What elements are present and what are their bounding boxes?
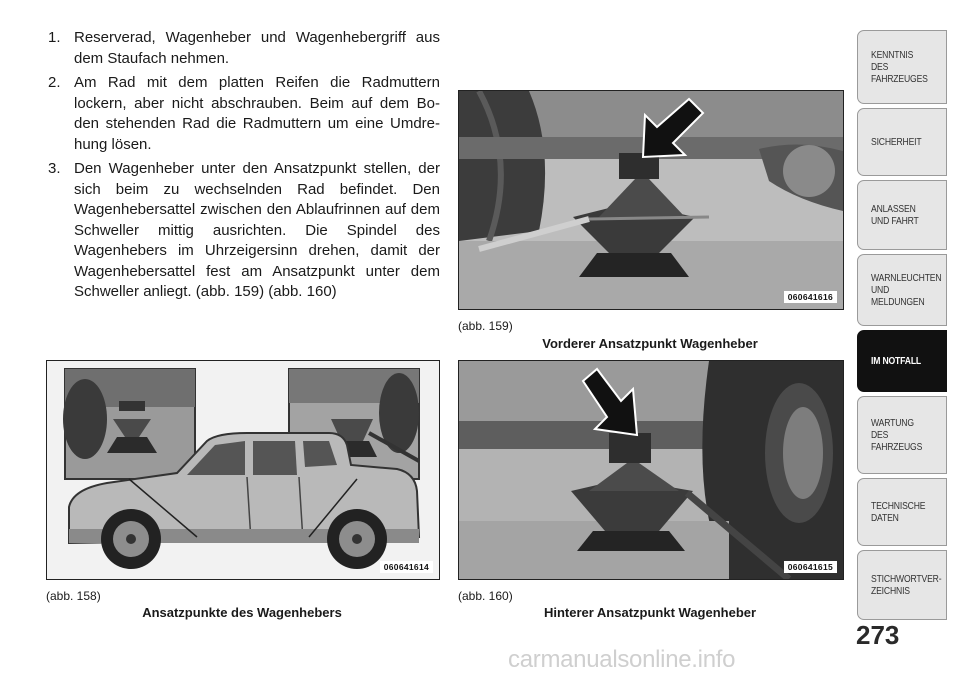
figure-caption: Ansatzpunkte des Wagenhebers	[142, 605, 342, 620]
figure-caption: Vorderer Ansatzpunkt Wagenheber	[542, 336, 758, 351]
tab-label: STICHWORTVER- ZEICHNIS	[871, 573, 942, 597]
step-number: 3.	[48, 160, 61, 177]
step-number: 1.	[48, 29, 61, 46]
tab-warnleuchten[interactable]: WARNLEUCHTEN UND MELDUNGEN	[857, 254, 947, 326]
figure-code: 060641616	[783, 291, 837, 303]
instruction-steps: 1. Reserverad, Wagenheber und Wagenheberg…	[48, 28, 440, 307]
step-item: 3. Den Wagenheber unter den Ansatzpunkt s…	[48, 159, 440, 303]
tab-label: WARTUNG DES FAHRZEUGS	[871, 417, 923, 453]
tab-sicherheit[interactable]: SICHERHEIT	[857, 108, 947, 176]
tab-kenntnis[interactable]: KENNTNIS DES FAHRZEUGES	[857, 30, 947, 104]
tab-anlassen[interactable]: ANLASSEN UND FAHRT	[857, 180, 947, 250]
tab-im-notfall[interactable]: IM NOTFALL	[857, 330, 947, 392]
tab-technische-daten[interactable]: TECHNISCHE DATEN	[857, 478, 947, 546]
tab-wartung[interactable]: WARTUNG DES FAHRZEUGS	[857, 396, 947, 474]
figure-ref: (abb. 160)	[458, 589, 513, 603]
tab-stichwortverzeichnis[interactable]: STICHWORTVER- ZEICHNIS	[857, 550, 947, 620]
figure-code: 060641614	[379, 561, 433, 573]
step-text: Den Wagenheber unter den Ansatzpunkt ste…	[74, 160, 440, 300]
figure-front-jack-point: 060641616	[458, 90, 844, 310]
rear-jack-photo	[459, 361, 843, 579]
figure-jacking-points: 060641614	[46, 360, 440, 580]
step-text: Reserverad, Wagenheber und Wagenhebergri…	[74, 29, 440, 67]
step-item: 1. Reserverad, Wagenheber und Wagenheberg…	[48, 28, 440, 69]
figure-caption: Hinterer Ansatzpunkt Wagenheber	[543, 605, 757, 620]
tab-label: TECHNISCHE DATEN	[871, 500, 926, 524]
tab-label: SICHERHEIT	[871, 136, 922, 148]
step-item: 2. Am Rad mit dem platten Reifen die Radm…	[48, 73, 440, 155]
page-number: 273	[856, 620, 900, 650]
figure-rear-jack-point: 060641615	[458, 360, 844, 580]
figure-code: 060641615	[783, 561, 837, 573]
front-jack-photo	[459, 91, 843, 309]
tab-label: IM NOTFALL	[871, 355, 922, 367]
car-illustration	[63, 368, 421, 569]
step-text: Am Rad mit dem platten Reifen die Radmut…	[74, 74, 440, 153]
tab-label: KENNTNIS DES FAHRZEUGES	[871, 49, 928, 85]
watermark: carmanualsonline.info	[508, 646, 736, 673]
tab-label: ANLASSEN UND FAHRT	[871, 203, 919, 227]
step-number: 2.	[48, 74, 61, 91]
tab-label: WARNLEUCHTEN UND MELDUNGEN	[871, 272, 942, 308]
figure-ref: (abb. 158)	[46, 589, 101, 603]
figure-ref: (abb. 159)	[458, 319, 513, 333]
